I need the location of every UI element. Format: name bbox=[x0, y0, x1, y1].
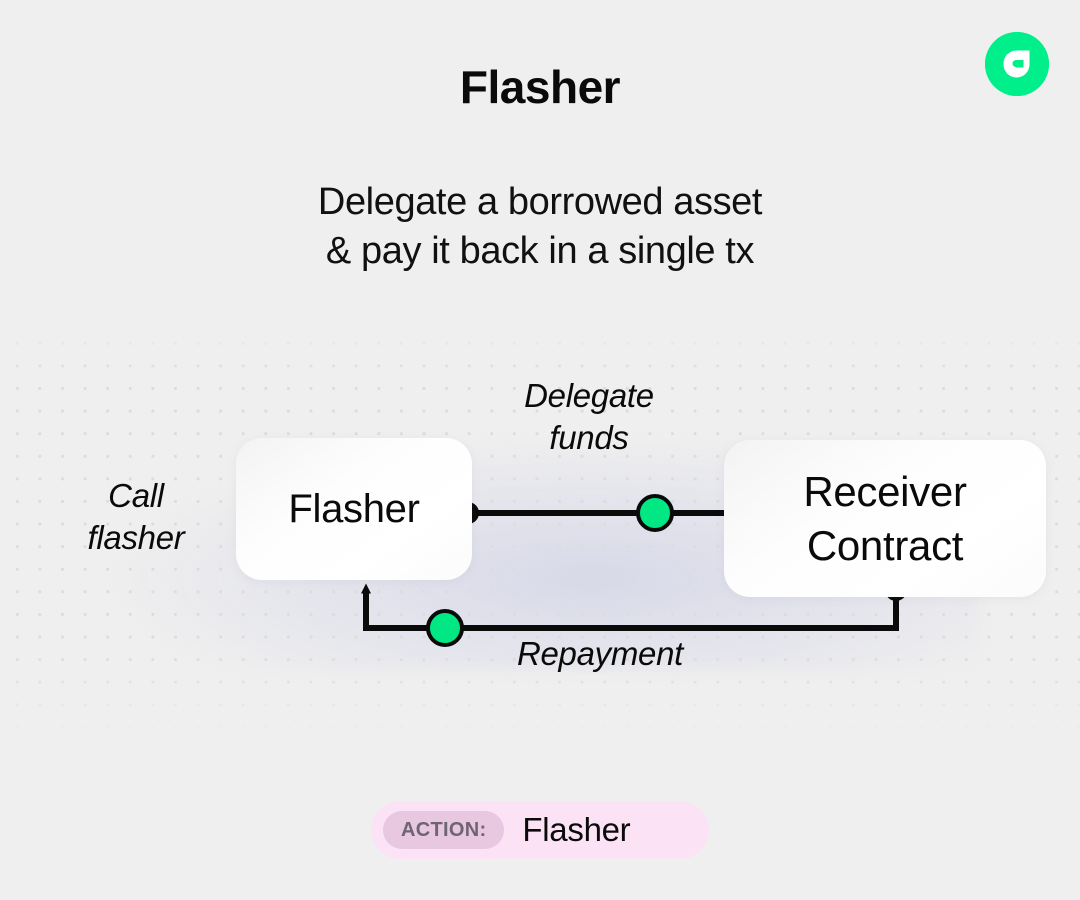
repayment-green-node bbox=[426, 609, 464, 647]
repayment-wire bbox=[361, 583, 899, 631]
node-receiver-label-line-2: Contract bbox=[806, 521, 964, 569]
node-receiver-label-line-1: Receiver bbox=[803, 467, 967, 515]
page-title: Flasher bbox=[459, 61, 621, 113]
label-delegate-funds: Delegate funds bbox=[462, 375, 716, 459]
label-call-line-2: flasher bbox=[87, 519, 185, 557]
delegate-green-node bbox=[636, 494, 674, 532]
label-delegate-line-2: funds bbox=[549, 419, 629, 457]
flow-diagram: Flasher Receiver Contract Delegate funds… bbox=[0, 320, 1080, 770]
action-badge[interactable]: ACTION: Flasher bbox=[371, 801, 709, 859]
label-call-flasher: Call flasher bbox=[36, 475, 236, 559]
flow-logo-icon bbox=[985, 32, 1049, 96]
node-receiver-contract[interactable]: Receiver Contract bbox=[724, 440, 1046, 597]
action-value-label: Flasher bbox=[522, 811, 631, 848]
page-subtitle: Delegate a borrowed asset & pay it back … bbox=[0, 178, 1080, 276]
subtitle-line-1: Delegate a borrowed asset bbox=[317, 181, 763, 223]
node-receiver-label: Receiver Contract bbox=[803, 465, 967, 573]
node-flasher-label: Flasher bbox=[288, 486, 420, 531]
node-flasher[interactable]: Flasher bbox=[236, 438, 472, 580]
action-tag-label: ACTION: bbox=[383, 811, 505, 849]
connector-delegate-funds bbox=[457, 494, 735, 532]
label-repayment: Repayment bbox=[516, 635, 684, 672]
subtitle-line-2: & pay it back in a single tx bbox=[325, 230, 755, 273]
label-delegate-line-1: Delegate bbox=[524, 377, 654, 414]
label-call-line-1: Call bbox=[108, 477, 164, 514]
